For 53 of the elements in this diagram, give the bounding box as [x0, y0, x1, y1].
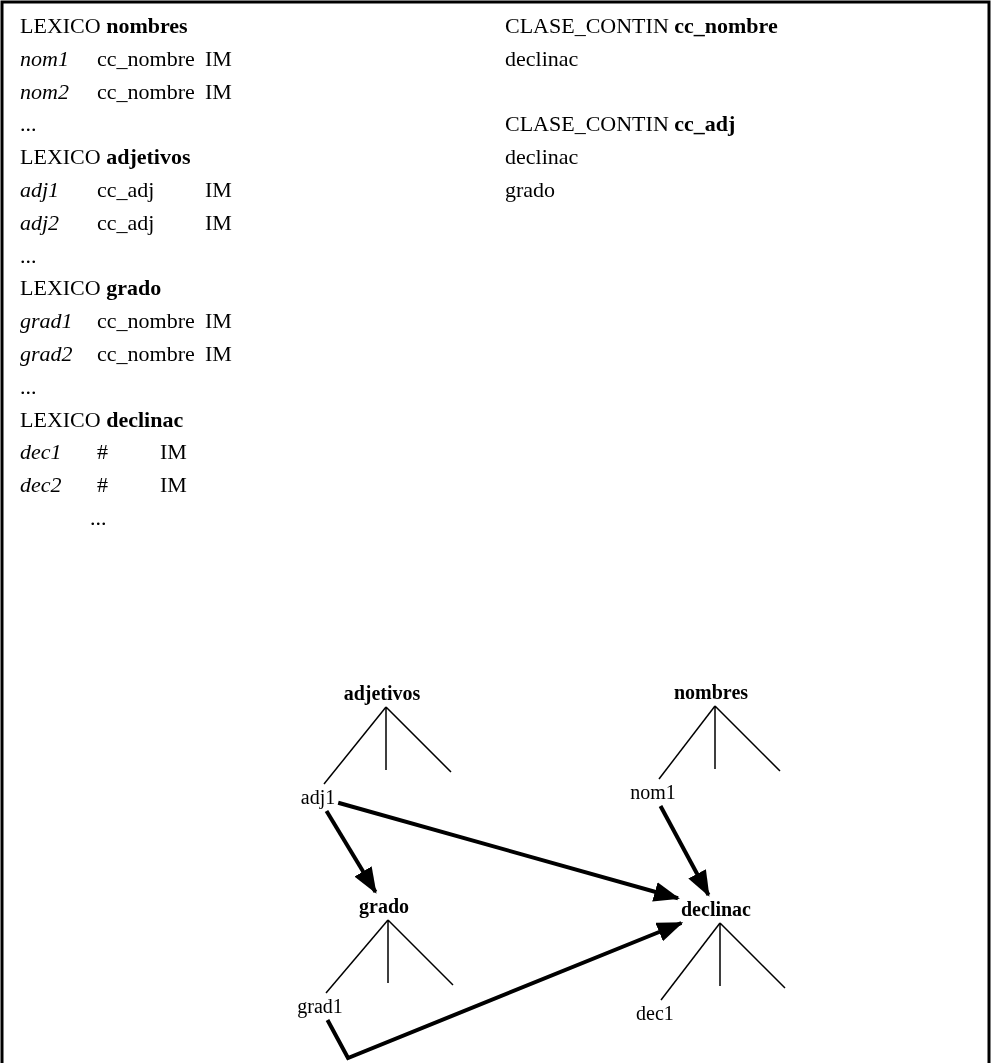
tree-leaf-label: grad1: [297, 995, 343, 1017]
lexicon-entry: adj2: [20, 209, 60, 236]
lexicon-text: IM: [205, 308, 232, 335]
tree-root-label: nombres: [673, 681, 749, 703]
ellipsis: ...: [20, 373, 37, 400]
tree-branch-line: [323, 706, 387, 785]
lexicon-text: cc_nombre: [97, 308, 195, 335]
ellipsis: ...: [20, 242, 37, 269]
lexicon-text: IM: [160, 439, 187, 466]
lexicon-text: LEXICO adjetivos: [20, 144, 191, 171]
lexicon-text: IM: [205, 177, 232, 203]
tree-branch-line: [660, 922, 721, 1001]
lexicon-text: declinac: [505, 144, 579, 171]
tree-leaf-label: dec1: [636, 1002, 674, 1024]
lexicon-text: #: [97, 472, 108, 499]
lexicon-text: cc_adj: [97, 209, 155, 236]
lexicon-text: IM: [205, 341, 232, 367]
tree-branch-line: [658, 705, 716, 780]
lexicon-entry: nom1: [20, 45, 69, 72]
lexicon-text: #: [97, 439, 108, 466]
arrow: [658, 805, 711, 897]
lexicon-text: LEXICO nombres: [20, 13, 188, 39]
lexicon-text: CLASE_CONTIN cc_adj: [505, 111, 736, 138]
arrow: [337, 800, 680, 902]
lexicon-text: IM: [205, 45, 232, 72]
lexicon-text: grado: [505, 177, 556, 203]
ellipsis: ...: [90, 505, 107, 531]
lexicon-text: IM: [205, 78, 232, 105]
ellipsis: ...: [20, 111, 37, 138]
lexicon-text: cc_adj: [97, 177, 155, 203]
lexicon-text: CLASE_CONTIN cc_nombre: [505, 13, 778, 39]
lexicon-entry: adj1: [20, 177, 60, 203]
lexicon-text: cc_nombre: [97, 341, 195, 367]
tree-root-label: adjetivos: [343, 682, 421, 704]
tree-leaf-label: nom1: [630, 781, 676, 803]
tree-leaf-label: adj1: [300, 786, 336, 808]
lexicon-entry: dec1: [20, 439, 62, 466]
lexicon-entry: dec2: [20, 472, 62, 499]
lexicon-text: IM: [160, 472, 187, 499]
tree-root-label: declinac: [681, 898, 751, 920]
lexicon-entry: grad1: [20, 308, 73, 335]
lexicon-text: LEXICO grado: [20, 275, 162, 302]
lexicon-text: cc_nombre: [97, 45, 195, 72]
tree-branch-line: [325, 919, 389, 994]
lexicon-text: declinac: [505, 45, 579, 72]
lexicon-text: IM: [205, 209, 232, 236]
lexicon-text: LEXICO declinac: [20, 406, 184, 433]
lexicon-entry: nom2: [20, 78, 69, 105]
lexicon-entry: grad2: [20, 341, 73, 367]
arrow: [325, 921, 684, 1061]
tree-root-label: grado: [359, 895, 409, 917]
arrow: [324, 809, 378, 894]
lexicon-text: cc_nombre: [97, 78, 195, 105]
